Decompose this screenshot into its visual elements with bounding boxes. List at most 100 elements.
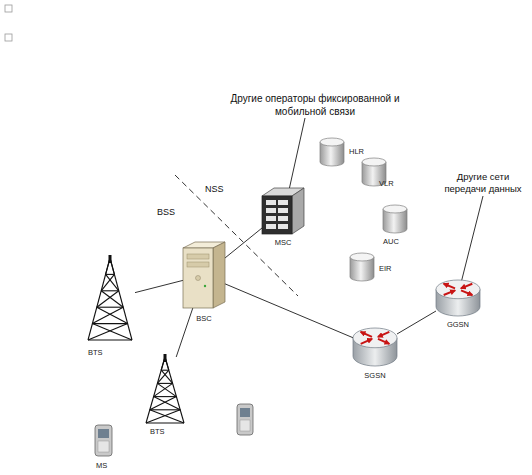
- phone-body: [95, 425, 112, 456]
- phone-keypad: [98, 441, 109, 452]
- router-arrow: [444, 290, 455, 295]
- router-node: SGSN: [353, 328, 397, 366]
- router-icon: [436, 280, 480, 316]
- leader-line: [289, 118, 305, 190]
- tower-brace: [92, 323, 127, 324]
- router-arrow: [378, 332, 389, 337]
- pc-icon: [183, 242, 225, 308]
- link-line: [225, 284, 353, 338]
- router-top: [436, 280, 480, 299]
- tower-brace: [92, 324, 132, 340]
- link-line: [225, 228, 262, 258]
- link-line: [135, 280, 183, 292]
- tower-brace: [157, 383, 172, 384]
- tower-brace: [154, 397, 181, 410]
- pc-drive-bay: [187, 254, 209, 259]
- cyl-node: VLR: [362, 158, 386, 186]
- tower-lattice: [88, 258, 132, 340]
- cyl-icon: [320, 138, 344, 166]
- router-arrow: [361, 332, 372, 337]
- cylinder-top: [383, 205, 407, 213]
- router-arrow: [361, 339, 372, 344]
- node-label: MSC: [242, 238, 324, 247]
- leader-line: [461, 196, 483, 283]
- tower-brace: [101, 291, 123, 307]
- tower-brace: [97, 291, 119, 307]
- checkbox-artifact: [5, 5, 12, 12]
- router-arrow: [444, 284, 455, 289]
- phone-icon: [237, 404, 253, 435]
- tower-icon: [143, 357, 187, 423]
- server-front: [262, 196, 292, 234]
- checkbox-artifact: [5, 34, 12, 41]
- router-arrow: [461, 284, 472, 289]
- tower-brace: [146, 422, 184, 423]
- node-label: HLR: [349, 147, 364, 156]
- server-slot: [266, 200, 276, 205]
- server-slot: [278, 216, 288, 221]
- free-label: Другие сети передачи данных: [440, 171, 526, 195]
- tower-lattice: [146, 357, 184, 423]
- phone-screen: [240, 408, 250, 417]
- tower-node: BTS: [143, 357, 187, 423]
- router-node: GGSN: [436, 280, 480, 316]
- pc-front: [183, 248, 213, 308]
- tower-brace: [101, 290, 119, 291]
- cyl-node: EIR: [350, 253, 374, 281]
- tower-brace: [154, 383, 173, 396]
- node-label: EIR: [379, 264, 392, 273]
- free-label: Другие операторы фиксированной и мобильн…: [220, 92, 410, 118]
- node-label: VLR: [379, 179, 394, 188]
- tower-leg: [110, 258, 132, 340]
- tower-brace: [97, 307, 123, 308]
- pc-led: [204, 285, 206, 287]
- tower-brace: [92, 307, 123, 323]
- link-line: [397, 311, 436, 334]
- tower-brace: [150, 409, 180, 410]
- tower-brace: [101, 274, 114, 290]
- node-label: BTS: [150, 427, 165, 436]
- phone-keypad: [240, 420, 250, 431]
- server-slot: [278, 224, 288, 229]
- tower-node: BTS: [85, 258, 135, 340]
- tower-brace: [88, 324, 128, 340]
- tower-antenna: [164, 354, 167, 362]
- free-label: NSS: [205, 184, 224, 195]
- server-slot: [278, 200, 288, 205]
- tower-leg: [88, 258, 110, 340]
- tower-brace: [106, 274, 115, 275]
- server-node: MSC: [262, 188, 304, 234]
- tower-brace: [154, 396, 177, 397]
- node-label: GGSN: [416, 320, 500, 329]
- cylinder-top: [362, 158, 386, 166]
- link-line: [176, 308, 193, 357]
- phone-screen: [98, 429, 109, 438]
- phone-node: MS: [95, 425, 112, 456]
- tower-brace: [97, 307, 128, 323]
- free-label: BSS: [157, 207, 175, 218]
- router-top: [353, 328, 397, 348]
- tower-brace: [146, 410, 180, 423]
- connector-layer: [135, 228, 436, 357]
- cyl-node: HLR: [320, 138, 344, 166]
- tower-brace: [161, 370, 169, 371]
- tower-brace: [150, 410, 184, 423]
- pc-button: [196, 276, 201, 281]
- cyl-icon: [383, 205, 407, 233]
- node-label: BTS: [88, 348, 103, 357]
- server-slot: [278, 208, 288, 213]
- pc-node: BSC: [183, 242, 225, 308]
- cyl-icon: [350, 253, 374, 281]
- tower-icon: [85, 258, 135, 340]
- tower-antenna: [109, 255, 112, 263]
- server-side: [292, 188, 304, 234]
- phone-icon: [95, 425, 112, 456]
- node-label: BSC: [163, 314, 245, 323]
- phone-body: [237, 404, 253, 435]
- cylinder-top: [320, 138, 344, 146]
- pc-side: [213, 242, 225, 308]
- node-label: MS: [96, 461, 107, 470]
- tower-brace: [150, 397, 177, 410]
